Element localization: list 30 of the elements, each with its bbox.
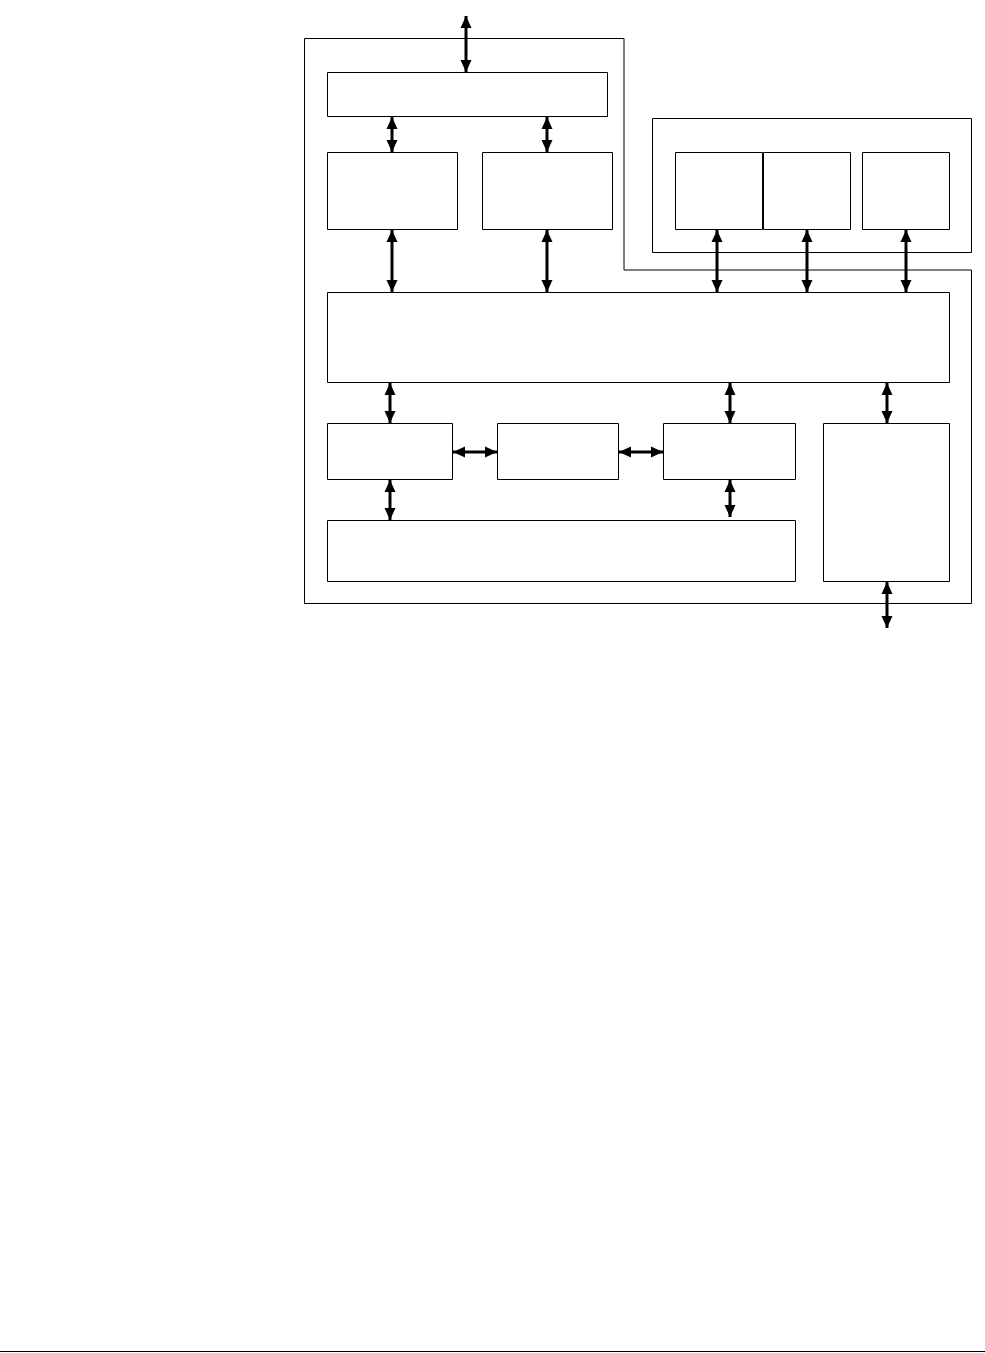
double-arrow — [541, 117, 553, 152]
double-arrow — [541, 230, 553, 292]
double-arrow — [619, 446, 663, 458]
block — [327, 520, 796, 582]
module-frame — [652, 118, 972, 253]
double-arrow — [460, 16, 472, 72]
block — [327, 423, 453, 480]
block — [327, 72, 608, 117]
block — [763, 152, 851, 230]
double-arrow — [453, 446, 497, 458]
double-arrow — [724, 383, 736, 423]
block — [327, 152, 458, 230]
double-arrow — [386, 230, 398, 292]
block — [663, 423, 796, 480]
block — [675, 152, 763, 230]
double-arrow — [724, 480, 736, 517]
block — [482, 152, 613, 230]
double-arrow — [384, 480, 396, 520]
bus-block — [327, 292, 950, 383]
double-arrow — [384, 383, 396, 423]
double-arrow — [801, 230, 813, 292]
system-frame — [304, 38, 972, 604]
block — [497, 423, 619, 480]
double-arrow — [900, 230, 912, 292]
double-arrow — [881, 383, 893, 423]
block — [823, 423, 950, 582]
double-arrow — [386, 117, 398, 152]
double-arrow — [711, 230, 723, 292]
double-arrow — [881, 582, 893, 628]
block — [862, 152, 950, 230]
